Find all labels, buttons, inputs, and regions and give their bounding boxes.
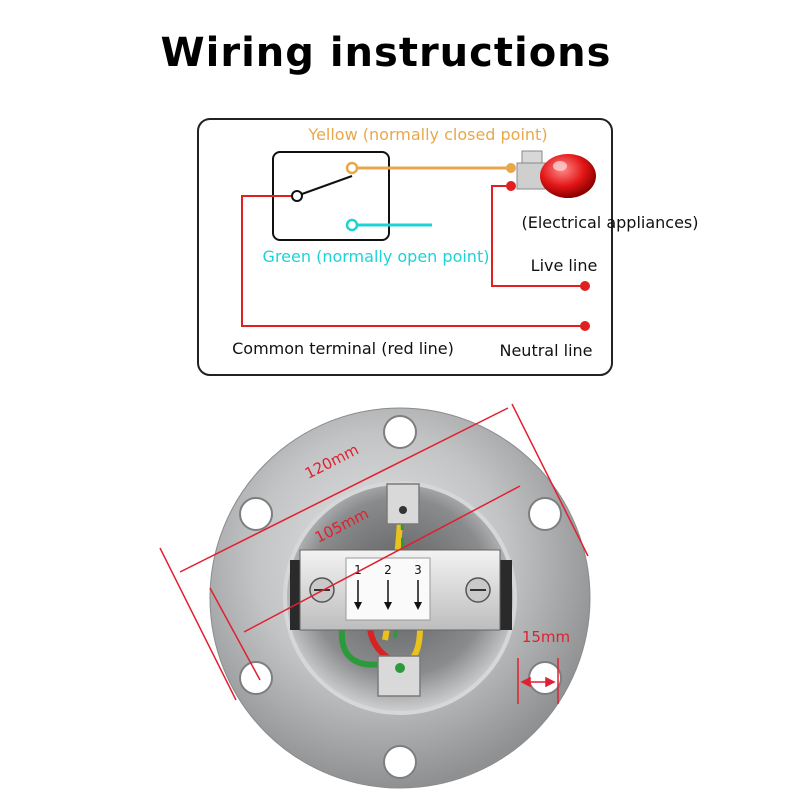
mounting-holes bbox=[239, 415, 562, 779]
common-label: Common terminal (red line) bbox=[232, 339, 454, 358]
dimension-105 bbox=[209, 485, 521, 681]
appliance-label: (Electrical appliances) bbox=[521, 213, 698, 232]
terminal-number-1: 1 bbox=[354, 563, 362, 577]
mounting-hole bbox=[528, 661, 562, 695]
no-terminal bbox=[345, 218, 359, 232]
common-red-wire bbox=[241, 195, 584, 327]
yellow-label: Yellow (normally closed point) bbox=[307, 125, 547, 144]
yellow-dot bbox=[506, 163, 516, 173]
dimension-15 bbox=[517, 658, 559, 704]
bottom-bracket bbox=[377, 655, 421, 697]
dimension-15-label: 15mm bbox=[522, 628, 570, 646]
terminal-block: 1 2 3 bbox=[290, 549, 512, 631]
live-terminal-dot bbox=[580, 281, 590, 291]
mounting-hole bbox=[239, 497, 273, 531]
green-label: Green (normally open point) bbox=[263, 247, 490, 266]
terminal-number-2: 2 bbox=[384, 563, 392, 577]
live-label: Live line bbox=[531, 256, 598, 275]
switch-lever bbox=[301, 175, 353, 195]
terminal-number-3: 3 bbox=[414, 563, 422, 577]
mounting-hole bbox=[239, 661, 273, 695]
switch-photo: 1 2 3 120mm 105mm bbox=[159, 403, 591, 789]
mounting-hole bbox=[528, 497, 562, 531]
neutral-label: Neutral line bbox=[499, 341, 592, 360]
wiring-diagram: Yellow (normally closed point) (Electric… bbox=[197, 118, 699, 376]
page-title: Wiring instructions bbox=[160, 30, 612, 76]
dimension-120 bbox=[159, 403, 589, 701]
warning-lamp-icon bbox=[516, 150, 596, 198]
common-terminal bbox=[291, 190, 303, 202]
top-bracket bbox=[386, 483, 420, 525]
mounting-hole bbox=[383, 745, 417, 779]
neutral-terminal-dot bbox=[580, 321, 590, 331]
live-red-wire bbox=[491, 185, 584, 287]
nc-terminal bbox=[345, 161, 359, 175]
appliance-red-dot bbox=[506, 181, 516, 191]
mounting-hole bbox=[383, 415, 417, 449]
